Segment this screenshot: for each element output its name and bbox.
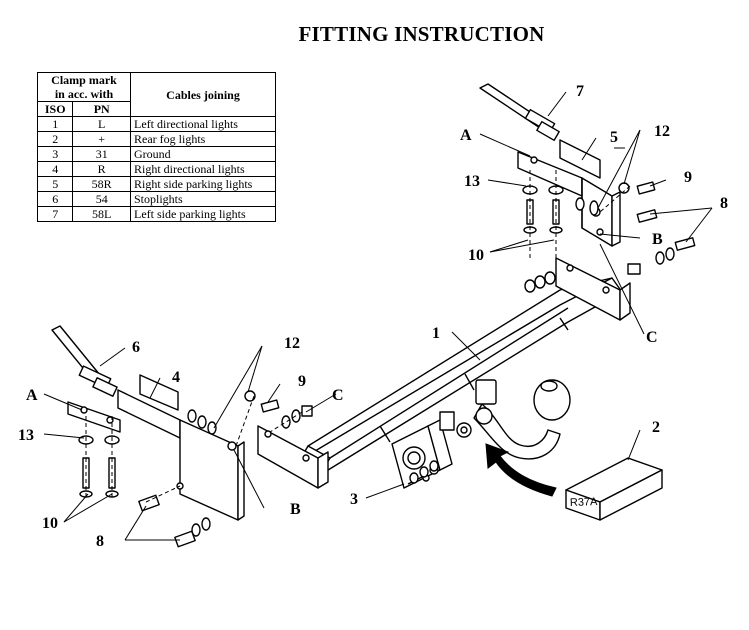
iso-cell: 5: [36, 176, 74, 192]
direction-arrow: [485, 443, 557, 497]
label-5: 5: [610, 129, 618, 146]
label-13-right: 13: [464, 173, 480, 190]
cables-joining-header: Cables joining: [130, 72, 276, 117]
pn-cell: 58L: [72, 206, 131, 222]
cable-desc-cell: Left side parking lights: [130, 206, 276, 222]
pn-header: PN: [72, 101, 131, 117]
hardware-right: [522, 181, 696, 293]
table-row: 7 58L Left side parking lights: [36, 206, 276, 222]
right-clamp-strap: [479, 83, 560, 142]
label-c-left: C: [332, 387, 344, 404]
clamp-mark-header-line2: in acc. with: [54, 87, 114, 101]
label-b-left: B: [290, 501, 301, 518]
label-7: 7: [576, 83, 584, 100]
label-b-right: B: [652, 231, 663, 248]
label-a-right: A: [460, 127, 472, 144]
label-9-right: 9: [684, 169, 692, 186]
clamp-mark-header-line1: Clamp mark: [51, 73, 117, 87]
label-1: 1: [432, 325, 440, 342]
label-12-left: 12: [284, 335, 300, 352]
pn-cell: 31: [72, 146, 131, 162]
pn-cell: 54: [72, 191, 131, 207]
right-end-plate: [555, 257, 631, 321]
cable-desc-cell: Right side parking lights: [130, 176, 276, 192]
cross-bar-part: [299, 277, 623, 476]
label-10-right: 10: [468, 247, 484, 264]
package-box: [565, 457, 663, 521]
label-13-left: 13: [18, 427, 34, 444]
table-row: 4 R Right directional lights: [36, 161, 276, 177]
label-12-right: 12: [654, 123, 670, 140]
callout-labels: 1 2 3 4 5 6 7 8 8 9 9 10 10 12 12 13 13 …: [18, 83, 728, 550]
label-10-left: 10: [42, 515, 58, 532]
table-row: 6 54 Stoplights: [36, 191, 276, 207]
label-4: 4: [172, 369, 180, 386]
iso-cell: 7: [36, 206, 74, 222]
tow-ball-neck: [456, 379, 571, 460]
label-a-left: A: [26, 387, 38, 404]
label-3: 3: [350, 491, 358, 508]
box-marking: R37A: [570, 496, 599, 509]
left-end-plate: [257, 425, 329, 489]
cable-desc-cell: Ground: [130, 146, 276, 162]
label-9-left: 9: [298, 373, 306, 390]
table-row: 3 31 Ground: [36, 146, 276, 162]
label-c-right: C: [646, 329, 658, 346]
label-8-left: 8: [96, 533, 104, 550]
label-2: 2: [652, 419, 660, 436]
label-6: 6: [132, 339, 140, 356]
leader-lines: [43, 91, 713, 541]
left-side-bracket: [117, 374, 245, 521]
cable-desc-cell: Stoplights: [130, 191, 276, 207]
clamp-mark-header: Clamp mark in acc. with: [37, 72, 131, 102]
page-title: FITTING INSTRUCTION: [298, 22, 545, 46]
cable-desc-cell: Right directional lights: [130, 161, 276, 177]
dashed-assembly-lines: [85, 170, 631, 503]
cable-joining-table: Clamp mark in acc. with Cables joining I…: [36, 72, 276, 222]
label-8-right: 8: [720, 195, 728, 212]
